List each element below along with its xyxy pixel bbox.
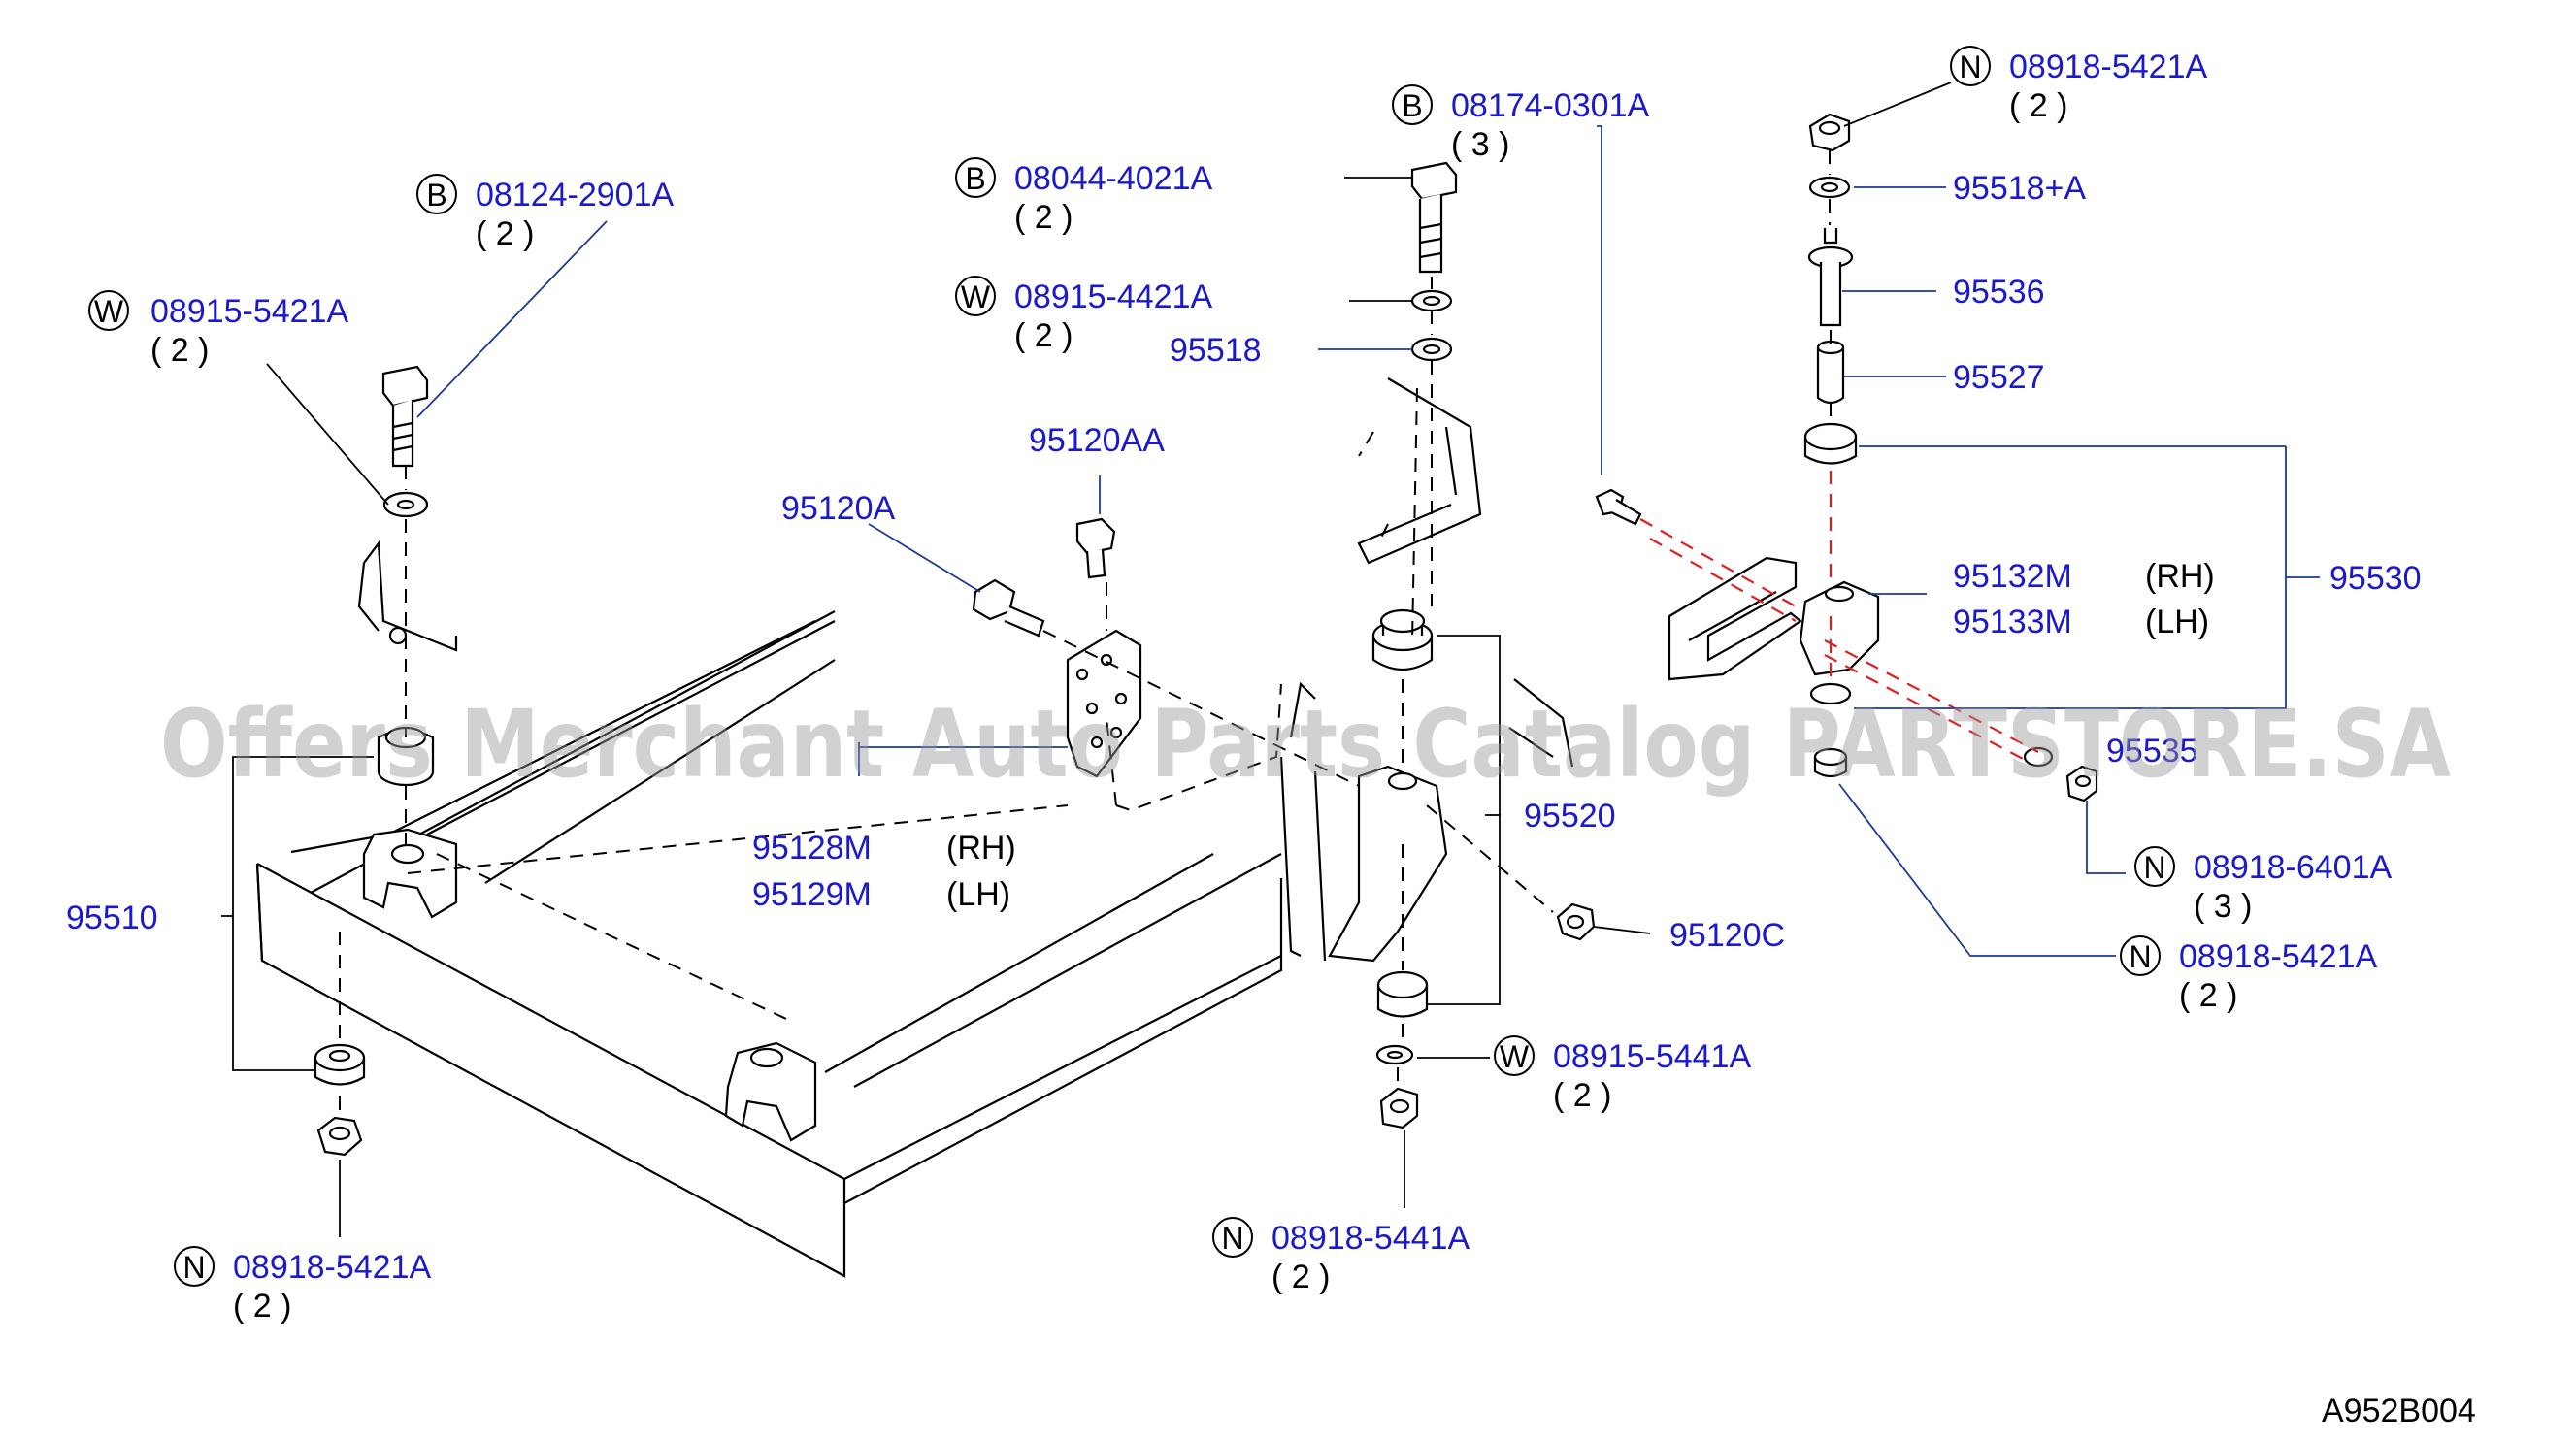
nut-right-icon — [2065, 765, 2098, 802]
part-qty: ( 2 ) — [1271, 1259, 1330, 1295]
label-95518: 95518 — [1170, 332, 1262, 369]
bolt-95120a-icon — [972, 578, 1045, 638]
part-qty: ( 2 ) — [1014, 199, 1073, 236]
badge-letter: N — [1959, 49, 1981, 84]
part-qty: ( 2 ) — [2179, 977, 2237, 1014]
label-95129m: 95129M — [752, 876, 872, 913]
label-95536: 95536 — [1953, 274, 2045, 311]
badge-letter: W — [1500, 1039, 1530, 1074]
bolt-95120aa-icon — [1075, 517, 1116, 579]
part-number: 08918-5421A — [2009, 49, 2208, 85]
watermark: Offers Merchant Auto Parts Catalog PARTS… — [160, 690, 2451, 799]
callout-08918-5421a-bottom: N 08918-5421A ( 2 ) — [174, 1246, 432, 1325]
bolt-small-icon — [1595, 488, 1642, 526]
part-qty: ( 2 ) — [150, 332, 209, 369]
callout-08915-5421a: W 08915-5421A ( 2 ) — [88, 290, 349, 369]
nut-left-icon — [316, 1116, 363, 1157]
badge-letter: B — [965, 161, 985, 196]
callout-08174-0301a: B 08174-0301A ( 3 ) — [1392, 84, 1650, 163]
callout-08044-4021a: B 08044-4021A ( 2 ) — [955, 157, 1213, 236]
part-number: 08918-5441A — [1271, 1220, 1470, 1257]
badge-letter: W — [94, 294, 124, 329]
part-qty: ( 2 ) — [1553, 1077, 1611, 1114]
leader-lines — [221, 82, 2320, 1237]
part-qty: ( 2 ) — [476, 215, 534, 252]
label-95120a: 95120A — [781, 490, 896, 527]
badge-letter: B — [426, 178, 446, 213]
callout-08918-5421a-top: N 08918-5421A ( 2 ) — [1950, 46, 2208, 124]
part-number: 08124-2901A — [476, 177, 675, 213]
collar-95527-icon — [1816, 340, 1845, 405]
label-95132m-side: (RH) — [2145, 558, 2215, 595]
diagram-code: A952B004 — [2322, 1392, 2476, 1429]
callout-08915-4421a: W 08915-4421A ( 2 ) — [955, 276, 1213, 354]
part-number: 08174-0301A — [1451, 87, 1650, 124]
badge-letter: N — [2129, 939, 2151, 974]
label-95128m-side: (RH) — [946, 830, 1016, 867]
badge-letter: N — [2143, 850, 2165, 885]
insulator-95530-icon — [1803, 422, 1858, 465]
badge-letter: N — [182, 1250, 205, 1285]
nut-top-right-icon — [1808, 113, 1851, 152]
callout-08918-6401a: N 08918-6401A ( 3 ) — [2134, 846, 2393, 925]
washer-95535-icon — [2023, 746, 2054, 768]
nut-center-lower-icon — [1379, 1087, 1419, 1129]
badge-letter: W — [961, 279, 991, 314]
label-95132m: 95132M — [1953, 558, 2072, 595]
label-95128m: 95128M — [752, 830, 872, 867]
part-qty: ( 2 ) — [233, 1288, 291, 1325]
insulator-center-lower-icon — [1376, 970, 1429, 1018]
bolt-95536-icon — [1807, 228, 1854, 327]
label-95133m-side: (LH) — [2145, 604, 2209, 640]
part-number: 08918-6401A — [2194, 849, 2393, 886]
callout-08918-5441a: N 08918-5441A ( 2 ) — [1212, 1217, 1470, 1295]
label-95129m-side: (LH) — [946, 876, 1010, 913]
label-95133m: 95133M — [1953, 604, 2072, 640]
badge-letter: N — [1221, 1221, 1243, 1256]
callout-08918-5421a-right: N 08918-5421A ( 2 ) — [2120, 935, 2378, 1014]
label-95527: 95527 — [1953, 359, 2045, 396]
part-number: 08915-5421A — [150, 293, 349, 330]
part-number: 08044-4021A — [1014, 160, 1213, 197]
part-qty: ( 3 ) — [1451, 126, 1509, 163]
callout-08915-5441a: W 08915-5441A ( 2 ) — [1494, 1035, 1752, 1114]
part-number: 08918-5421A — [233, 1249, 432, 1286]
label-95120c: 95120C — [1669, 917, 1785, 954]
part-labels: 95518 95120AA 95120A 95128M (RH) 95129M … — [66, 170, 2422, 954]
bolt-left-icon — [381, 365, 429, 468]
part-number: 08918-5421A — [2179, 938, 2378, 975]
part-number: 08915-5441A — [1553, 1038, 1752, 1075]
part-qty: ( 3 ) — [2194, 888, 2252, 925]
part-number: 08915-4421A — [1014, 278, 1213, 315]
nut-95120c-icon — [1556, 902, 1596, 941]
part-qty: ( 2 ) — [1014, 317, 1073, 354]
insulator-left-lower-icon — [314, 1043, 366, 1086]
insulator-right-lower-icon — [1809, 682, 1852, 778]
insulator-center-upper-icon — [1371, 608, 1434, 671]
label-95120aa: 95120AA — [1029, 422, 1165, 459]
bolt-center-icon — [1410, 161, 1458, 274]
label-95530: 95530 — [2329, 560, 2422, 597]
assembly-lines — [339, 150, 2039, 1116]
part-qty: ( 2 ) — [2009, 87, 2067, 124]
label-95535: 95535 — [2106, 733, 2198, 769]
label-95520: 95520 — [1524, 798, 1616, 835]
badge-letter: B — [1402, 88, 1422, 123]
hardware-parts — [314, 113, 2098, 1157]
label-95510: 95510 — [66, 900, 158, 936]
callout-08124-2901a: B 08124-2901A ( 2 ) — [416, 174, 675, 252]
label-95518-a: 95518+A — [1953, 170, 2086, 207]
